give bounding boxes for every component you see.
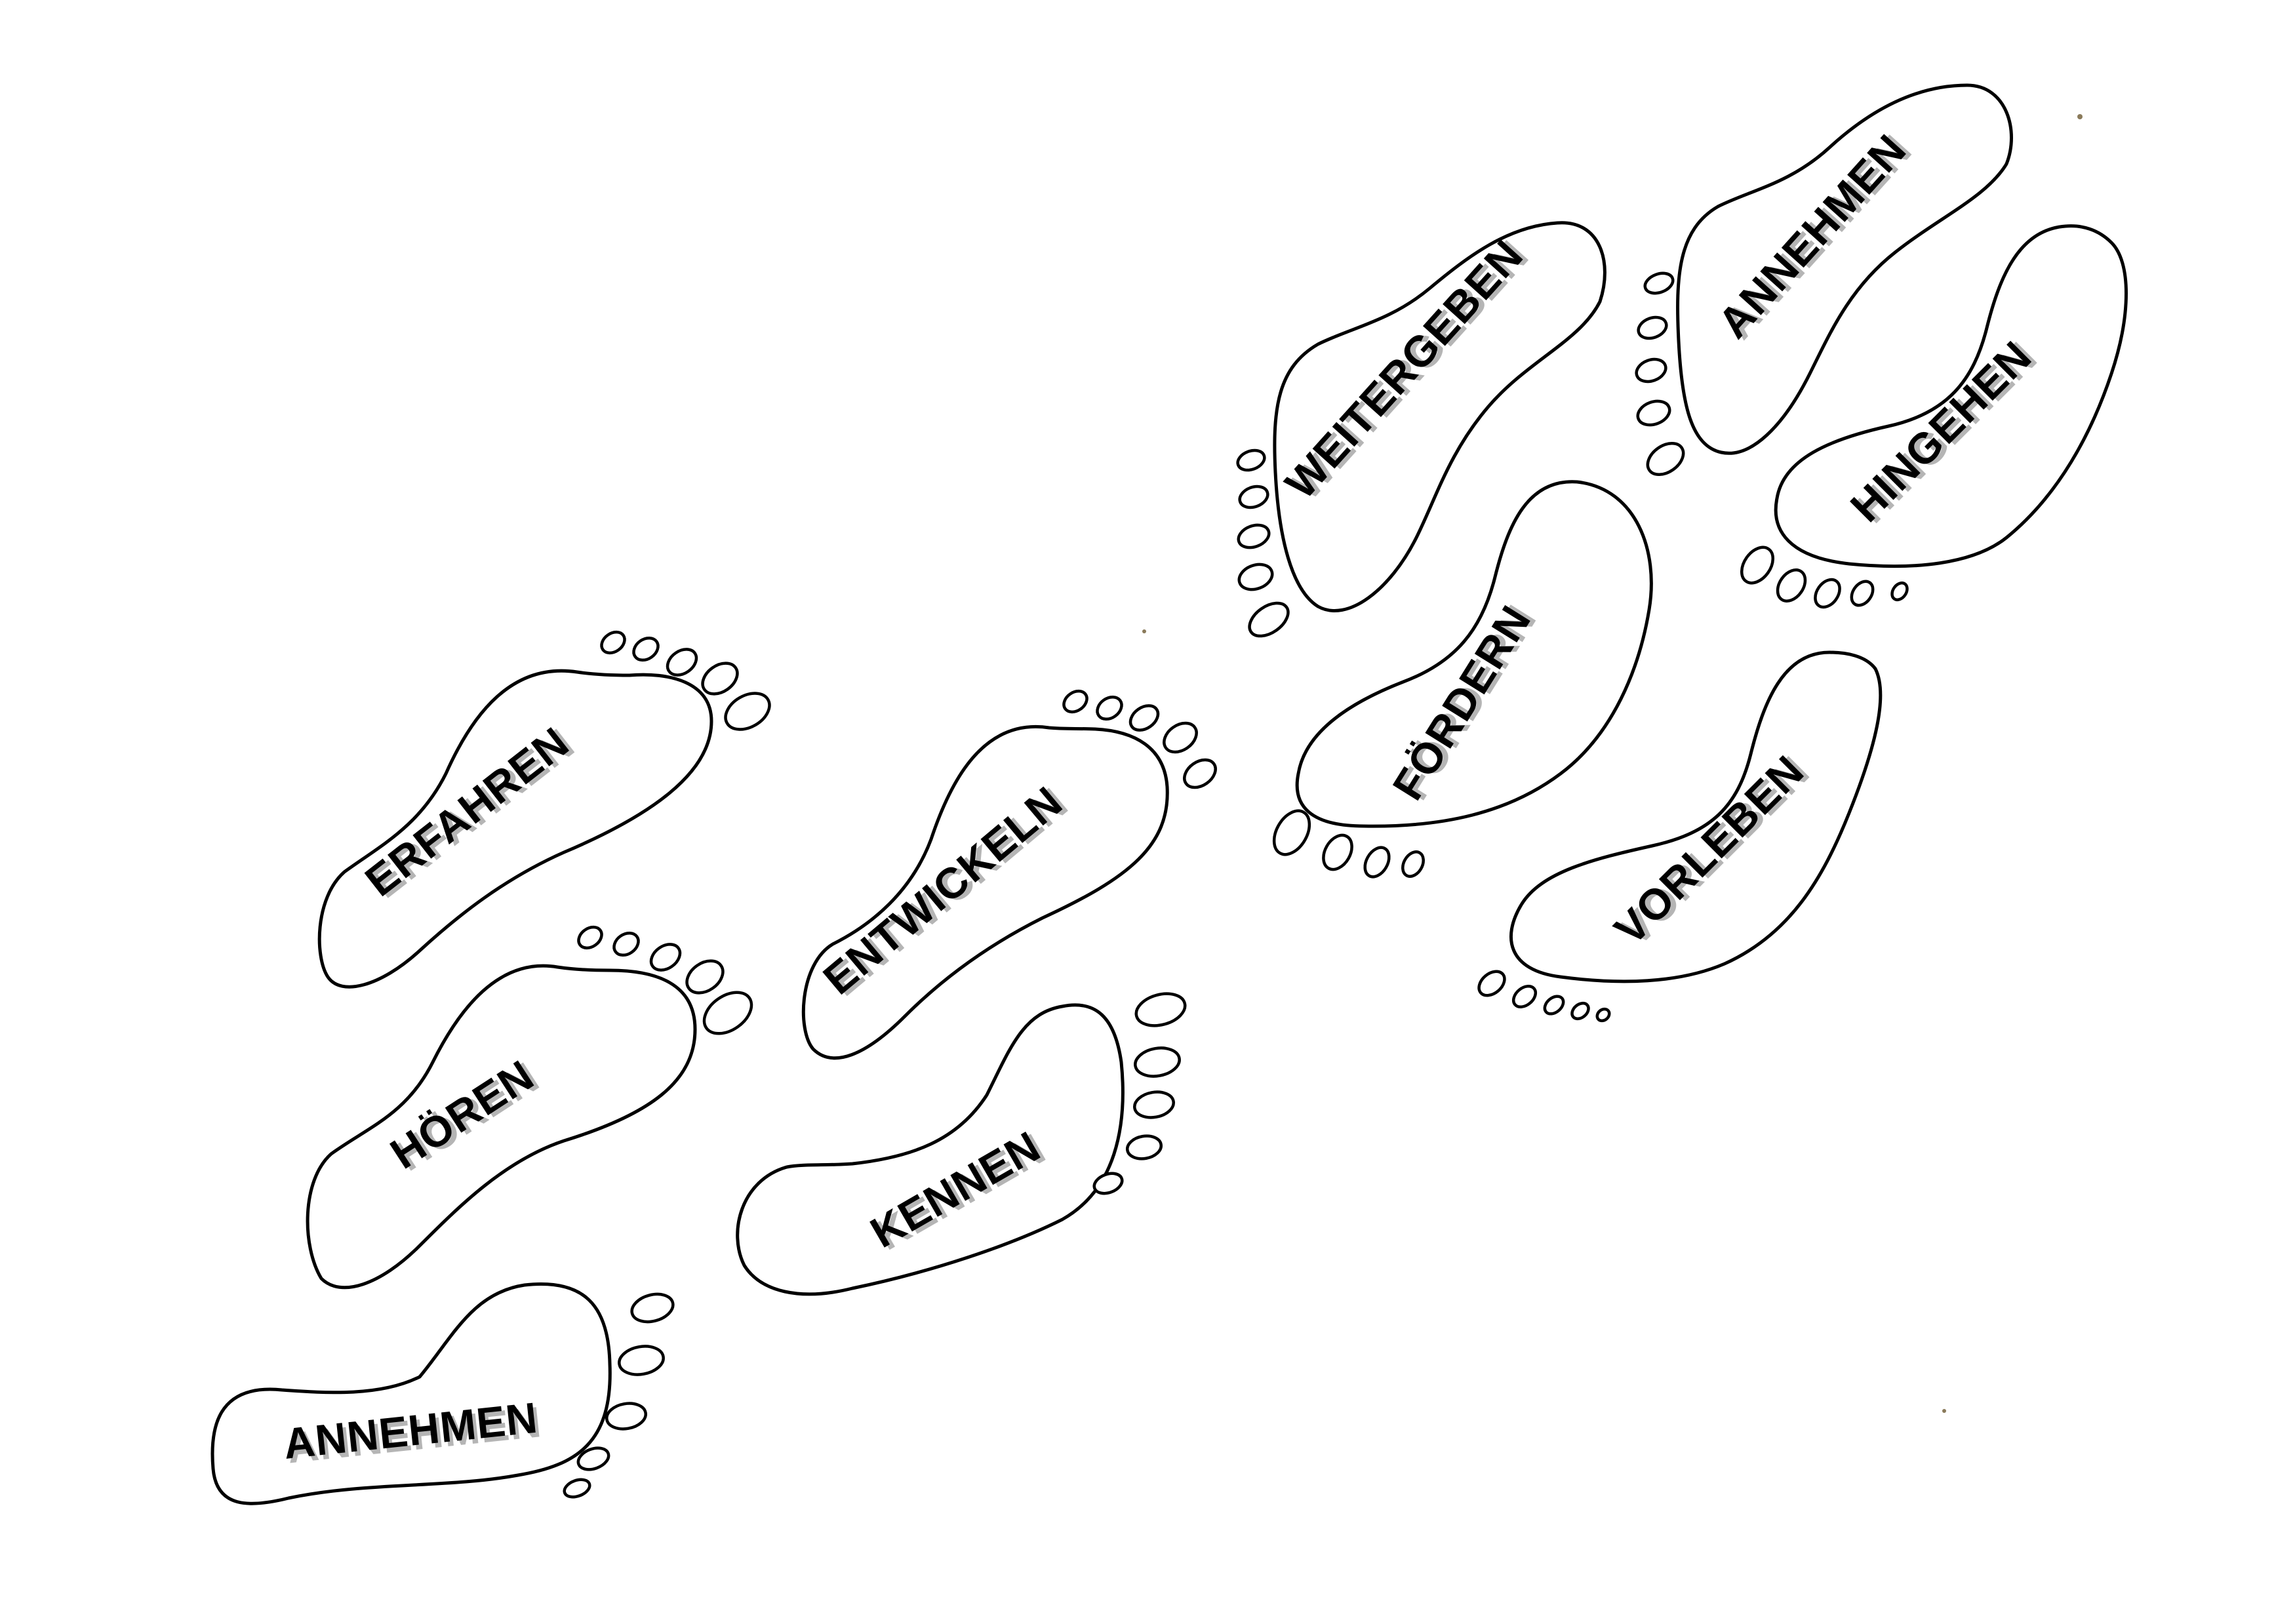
footprint-erfahren: ERFAHREN ERFAHREN [317,630,771,989]
foot-sole [1676,83,2013,455]
paper-speck [1142,629,1146,633]
foot-toes [600,630,771,731]
foot-toes [1635,271,1685,477]
foot-toes [1236,448,1290,638]
foot-sole [210,1282,612,1505]
paper-speck [1942,1409,1946,1413]
foot-sole [317,669,713,989]
foot-sole [736,1003,1125,1296]
foot-toes [1062,689,1217,789]
foot-toes [563,1292,675,1499]
foot-sole [1273,221,1606,612]
foot-toes [1272,809,1425,879]
paper-speck [2077,114,2083,119]
foot-sole [1509,650,1883,983]
foot-toes [1477,970,1611,1023]
footprint-kennen: KENNEN KENNEN [736,992,1187,1296]
foot-toes [1740,545,1909,609]
foot-toes [1092,992,1187,1195]
foot-toes [577,925,753,1035]
foot-sole [1774,224,2128,568]
foot-sole [306,964,697,1290]
foot-sole [1295,480,1653,828]
footprint-annehmen-bottom: ANNEHMEN ANNEHMEN [210,1282,675,1505]
foot-sole [801,724,1169,1060]
